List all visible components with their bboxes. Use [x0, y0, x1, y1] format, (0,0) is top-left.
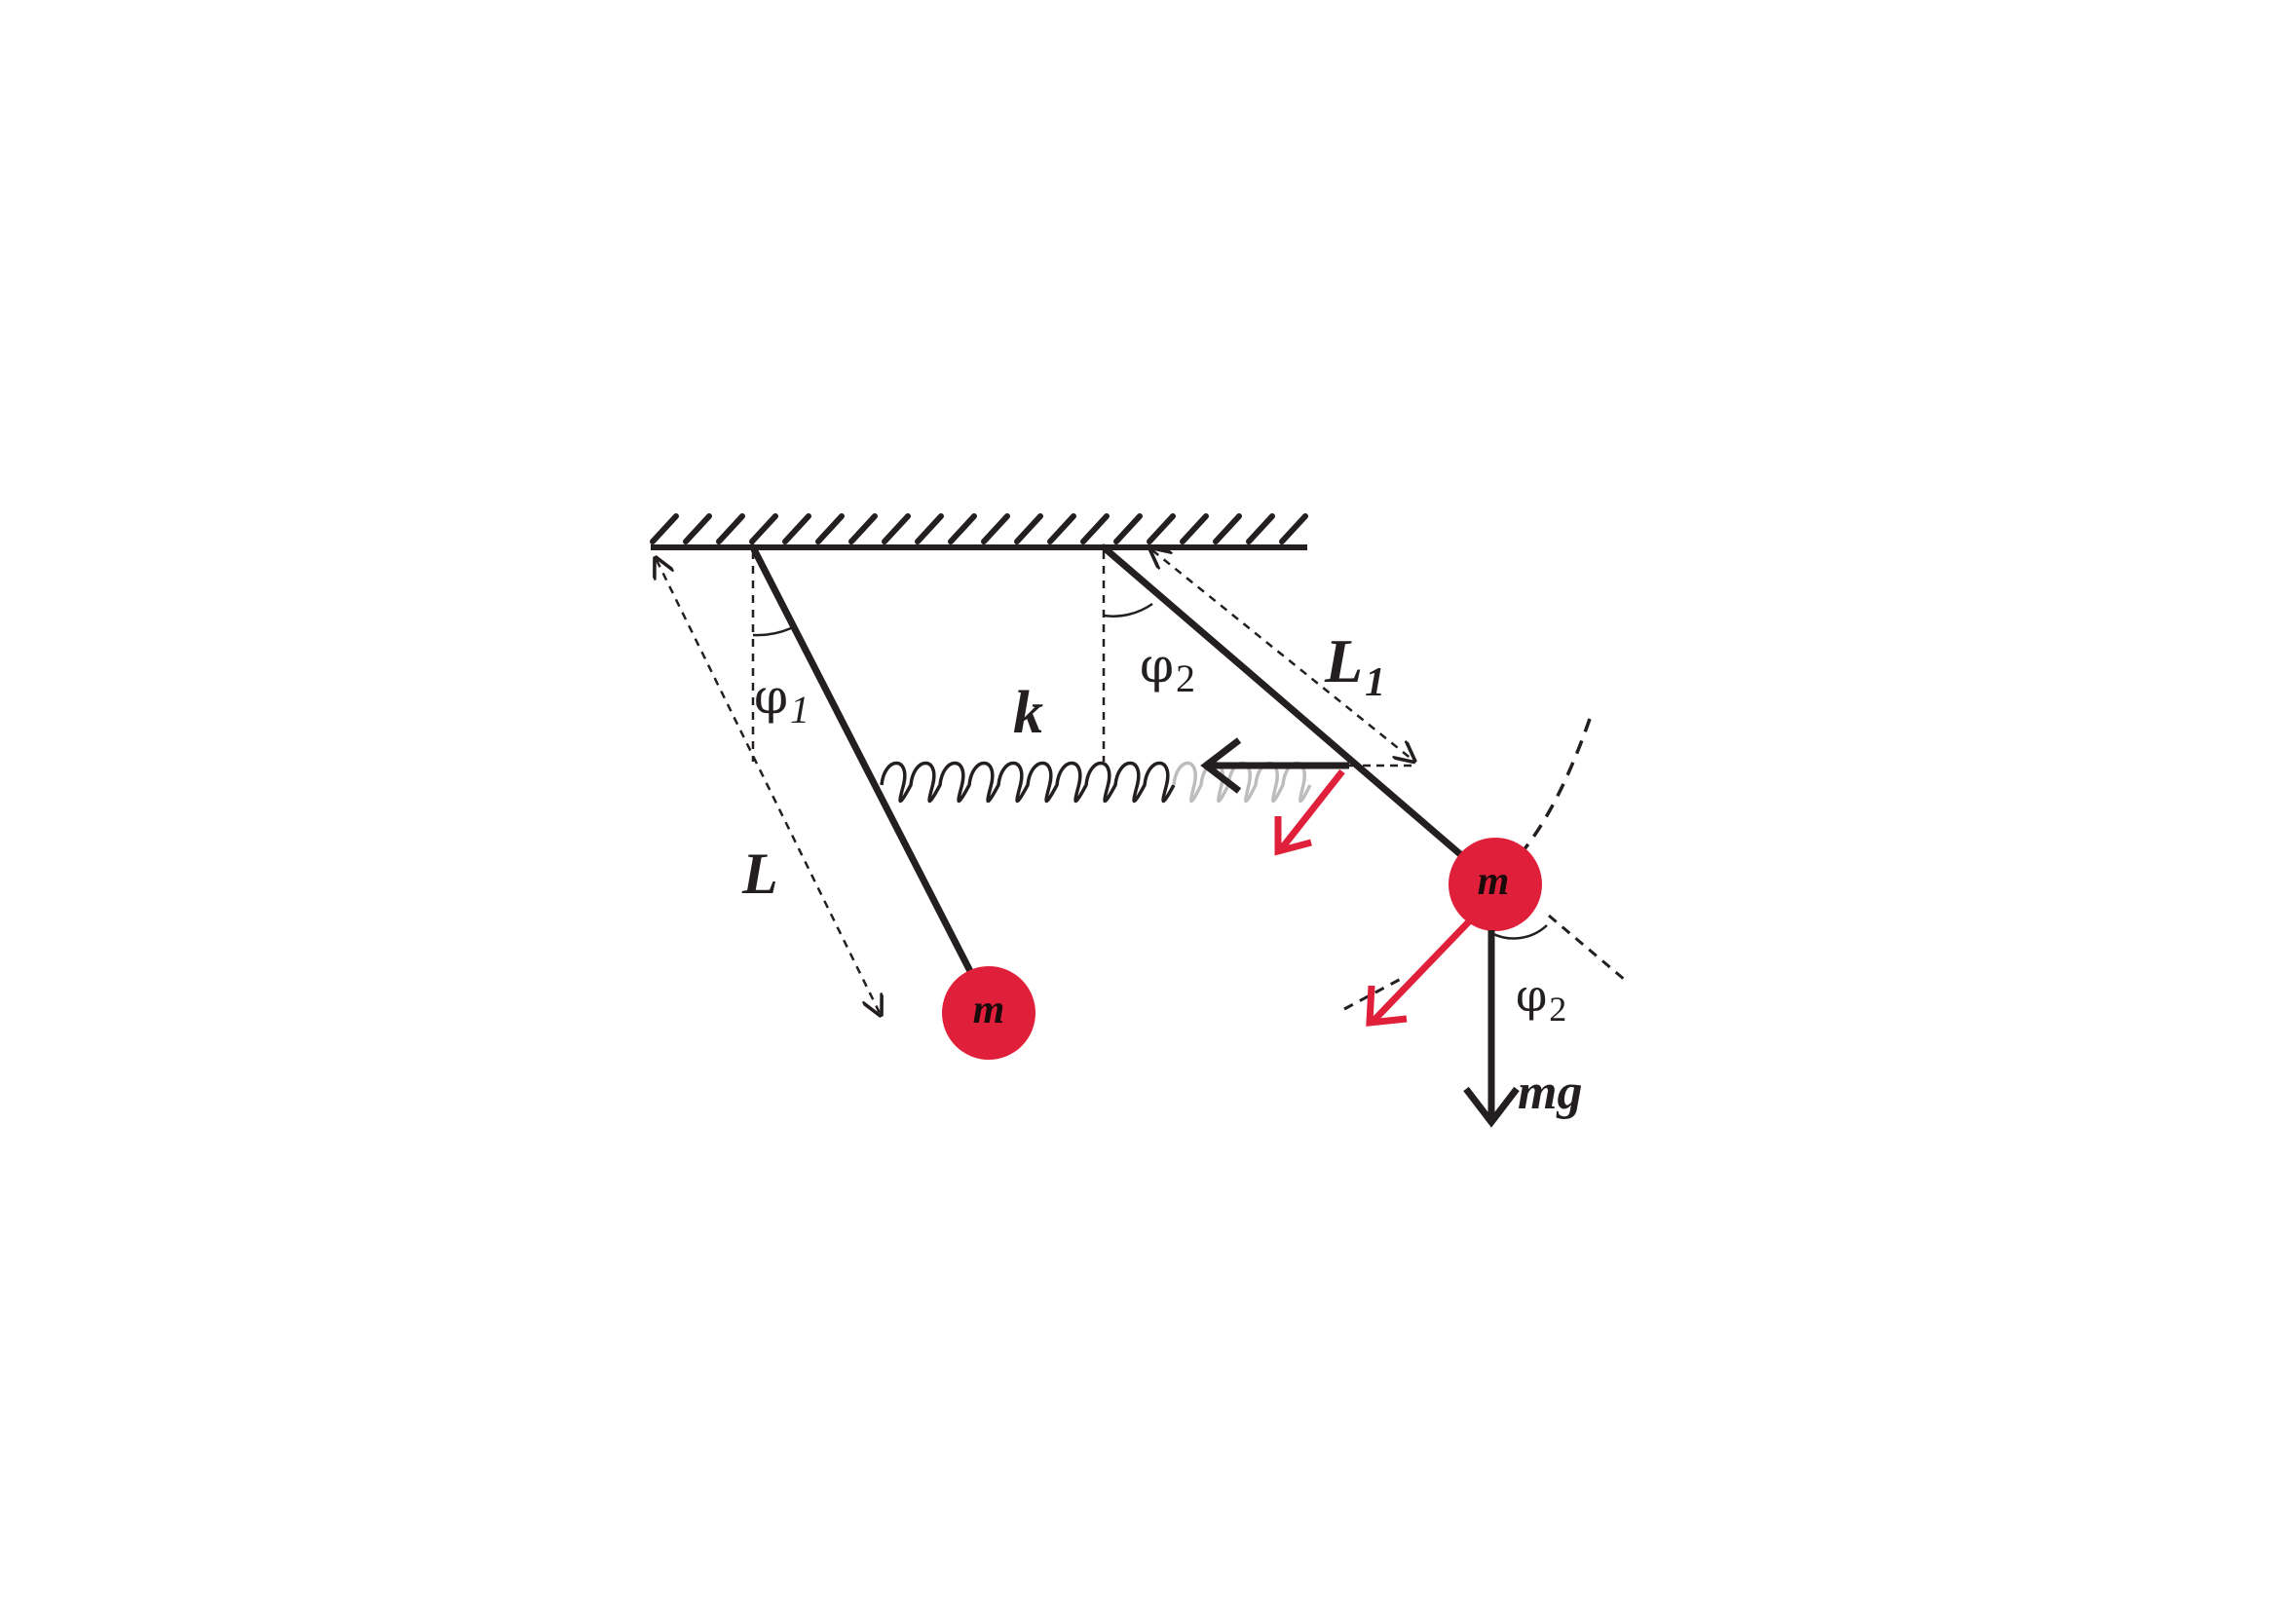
- ceiling-hatch-mark: [1180, 513, 1209, 544]
- right-mass: [1449, 838, 1542, 931]
- ceiling-hatch-mark: [981, 513, 1010, 544]
- ceiling-hatch-mark: [1246, 513, 1275, 544]
- ceiling-hatching: [650, 513, 1308, 544]
- spring-force-arrow-head: [1200, 737, 1242, 794]
- ceiling-hatch-mark: [1113, 513, 1143, 544]
- angle-phi1-base: φ: [754, 668, 788, 725]
- right-angle-arc: [1103, 602, 1153, 618]
- spring-coil: [880, 761, 1176, 804]
- mass-angle-arc: [1490, 924, 1548, 940]
- ceiling-hatch-mark: [1213, 513, 1242, 544]
- length-label-L: L: [741, 842, 778, 906]
- gravity-tangential-head: [1366, 985, 1408, 1027]
- gravity-tangential-component: [1371, 915, 1476, 1024]
- ceiling-hatch-mark: [782, 513, 811, 544]
- spring-force-tangential-head: [1274, 816, 1312, 856]
- ceiling-hatch-mark: [815, 513, 845, 544]
- angle-label-phi1: φ1: [754, 668, 809, 731]
- gravity-arrow-head: [1463, 1086, 1520, 1128]
- ceiling-hatch-mark: [1147, 513, 1176, 544]
- left-pendulum: m L φ1: [657, 543, 1035, 1060]
- angle-phi2-mass-sub: 2: [1549, 990, 1566, 1029]
- tangent-line: [1342, 982, 1625, 1007]
- left-mass-label: m: [973, 988, 1005, 1032]
- angle-phi1-sub: 1: [790, 688, 809, 731]
- right-rod: [1100, 543, 1499, 888]
- ceiling-hatch-mark: [650, 513, 679, 544]
- left-rod: [749, 543, 978, 983]
- right-mass-label: m: [1478, 859, 1510, 904]
- right-length-dimension: [1152, 550, 1412, 760]
- spring-constant-label-k: k: [1013, 680, 1043, 746]
- length-label-L1: L1: [1324, 626, 1385, 705]
- ceiling-hatch-mark: [749, 513, 778, 544]
- ceiling-hatch-mark: [882, 513, 911, 544]
- spring: k: [880, 680, 1312, 804]
- ceiling-hatch-mark: [848, 513, 878, 544]
- angle-label-phi2-mass: φ2: [1516, 969, 1566, 1029]
- ceiling: [650, 513, 1308, 550]
- ceiling-hatch-mark: [716, 513, 745, 544]
- tangent-dashed-line: [1343, 914, 1626, 1011]
- angle-label-phi2-top: φ2: [1140, 637, 1195, 700]
- trajectory-arc: [1518, 718, 1592, 857]
- left-angle-arc: [752, 626, 792, 637]
- length-L1-base: L: [1324, 626, 1363, 695]
- angle-phi2-top-base: φ: [1140, 637, 1174, 693]
- left-mass: [942, 966, 1035, 1060]
- gravity-label-mg: mg: [1518, 1065, 1582, 1120]
- angle-phi2-mass-base: φ: [1516, 969, 1547, 1022]
- right-pendulum: L1 φ2 m mg φ2: [1100, 543, 1626, 1128]
- length-L1-sub: 1: [1365, 660, 1385, 705]
- angle-phi2-top-sub: 2: [1176, 656, 1195, 700]
- spring-force-tangential-component: [1278, 768, 1345, 852]
- ceiling-hatch-mark: [1047, 513, 1076, 544]
- left-length-dimension: [657, 560, 880, 1013]
- ceiling-hatch-mark: [1279, 513, 1308, 544]
- ceiling-hatch-mark: [915, 513, 944, 544]
- ceiling-hatch-mark: [948, 513, 977, 544]
- ceiling-hatch-mark: [1014, 513, 1043, 544]
- ceiling-hatch-mark: [683, 513, 712, 544]
- ceiling-hatch-mark: [1080, 513, 1110, 544]
